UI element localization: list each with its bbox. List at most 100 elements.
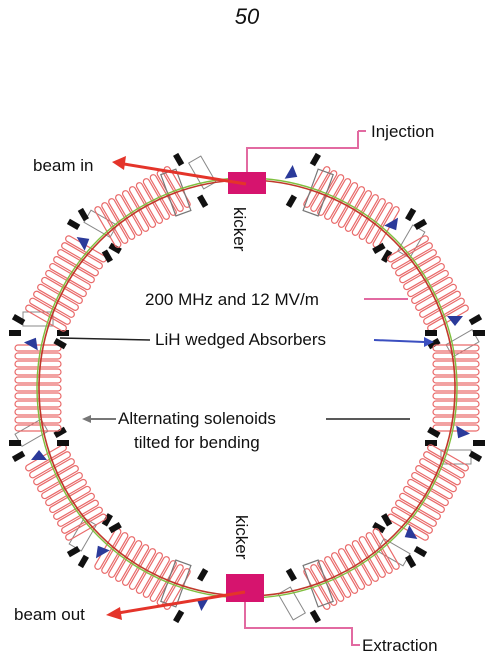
solenoid-coil-loop [61,242,103,270]
solenoid-coil-loop [94,206,122,248]
lih-absorber-wedge [31,450,47,460]
solenoid-end-plate [427,426,441,438]
solenoid-end-plate [101,249,113,263]
solenoid-coil-loop [432,344,480,352]
solenoid-coil-loop [121,190,150,232]
absorber-callout-right [373,339,425,343]
beam-out-arrowhead [106,607,122,620]
solenoid-coil-loop [94,528,122,570]
absorber-callout-right-head [424,337,434,347]
solenoid-coil-loop [403,262,445,291]
solenoid-coil-loop [128,548,157,590]
solenoid-coil-loop [49,485,91,514]
lih-absorber-wedge [384,217,399,231]
injection-label: Injection [371,122,435,141]
rf-cavity-housing [188,155,217,190]
solenoid-coil-loop [65,235,107,263]
solenoid-coil-loop [14,376,62,384]
solenoid-end-plate [101,513,113,527]
solenoid-coil-loop [330,182,359,224]
solenoid-coil-loop [61,506,103,534]
lih-absorber-wedge [284,164,298,179]
solenoid-coil-loop [121,544,150,586]
solenoid-end-plate [413,546,428,558]
solenoid-coil-loop [423,451,465,479]
lih-absorber-wedge [95,545,110,559]
solenoid-coil-loop [65,513,107,541]
solenoid-cell [76,152,217,263]
solenoid-coil-loop [14,416,62,424]
solenoid-coil-loop [411,276,453,305]
solenoid-end-plate [381,513,393,527]
injection-callout-line [246,131,359,172]
solenoid-coil-loop [45,478,87,507]
solenoid-coil-loop [49,262,91,291]
solenoid-coil-loop [29,297,71,325]
solenoid-end-plate [473,330,485,336]
solenoid-coil-loop [101,532,129,574]
lih-absorber-wedge [447,316,463,326]
solenoid-coil-loop [29,451,71,479]
solenoid-end-plate [66,546,81,558]
solenoid-end-plate [173,609,185,624]
solenoid-coil-loop [427,444,469,472]
solenoid-coil-loop [432,376,480,384]
kicker-top [228,172,266,194]
solenoid-coil-loop [163,166,191,208]
solenoid-coil-loop [411,471,453,500]
solenoid-end-plate [197,194,209,208]
lih-absorber-wedge [23,337,38,351]
kicker-top-label: kicker [230,207,249,252]
solenoid-cell [11,418,122,559]
solenoid-coil-loop [337,548,366,590]
solenoid-end-plate [285,568,297,582]
solenoid-coil-loop [25,304,67,332]
solenoid-coil-loop [372,528,400,570]
solenoid-coil-loop [303,568,331,610]
solenoid-end-plate [405,554,417,569]
solenoid-coil-loop [303,166,331,208]
solenoid-coil-loop [128,186,157,228]
solenoid-coil-loop [330,552,359,594]
absorber-callout-left [59,337,151,341]
solenoid-cell [372,425,483,567]
solenoid-coil-loop [432,416,480,424]
lih-absorber-wedge [456,425,471,439]
solenoid-coil-loop [163,568,191,610]
solenoid-coil-loop [432,352,480,360]
solenoid-end-plate [53,426,67,438]
solenoids-label-line2: tilted for bending [134,433,260,452]
solenoid-coil-loop [344,190,373,232]
solenoid-end-plate [108,242,122,254]
solenoid-cell [68,513,210,624]
kicker-bottom [226,574,264,602]
solenoid-coil-loop [41,471,83,500]
solenoid-coil-loop [391,242,433,270]
solenoid-coil-loop [403,485,445,514]
solenoid-coil-loop [101,202,129,244]
solenoid-coil-loop [25,444,67,472]
solenoid-end-plate [57,330,69,336]
solenoid-coil-loop [407,269,449,298]
solenoid-coil-loop [337,186,366,228]
solenoid-end-plate [381,249,393,263]
solenoid-end-plate [285,194,297,208]
solenoid-end-plate [11,314,26,326]
solenoid-end-plate [309,609,321,624]
solenoid-end-plate [372,242,386,254]
beam-in-arrow-line [123,162,247,186]
extraction-label: Extraction [362,636,438,655]
beam-in-arrowhead [112,156,126,170]
solenoid-end-plate [309,152,321,167]
solenoid-coil-loop [432,384,480,392]
solenoid-end-plate [11,450,26,462]
solenoid-coil-loop [372,206,400,248]
solenoid-end-plate [9,440,21,446]
solenoid-coil-loop [14,344,62,352]
solenoid-coil-loop [365,202,393,244]
solenoid-end-plate [427,338,441,350]
solenoid-coil-loop [432,392,480,400]
solenoid-coil-loop [387,235,429,263]
solenoid-end-plate [173,152,185,167]
